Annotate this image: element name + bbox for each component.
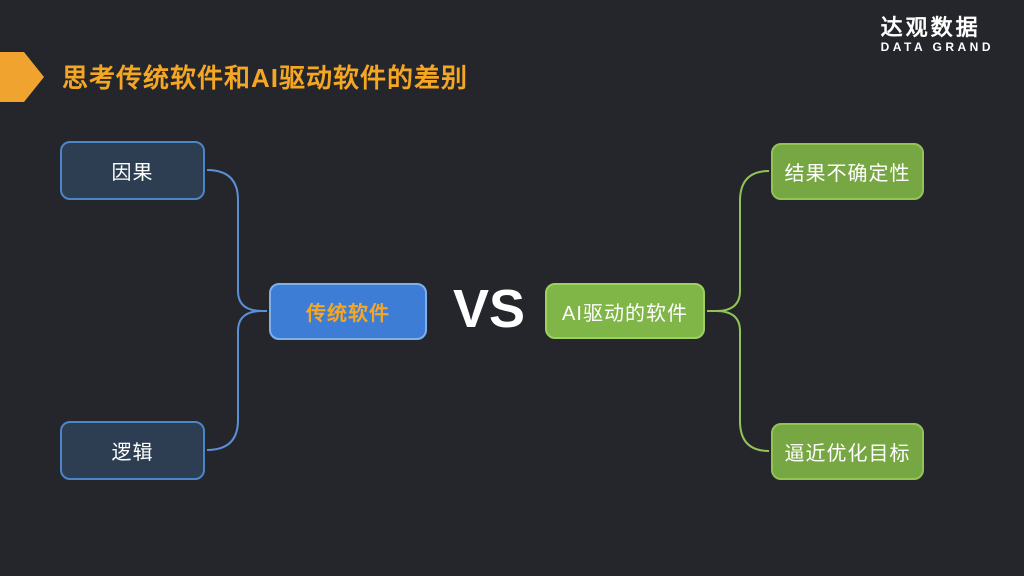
node-result-uncertainty-label: 结果不确定性	[784, 163, 911, 185]
blue-bracket-bottom	[206, 310, 267, 451]
blue-bracket-top	[206, 169, 267, 312]
node-optimization-target: 逼近优化目标	[771, 423, 924, 480]
title-arrow-icon	[0, 52, 44, 102]
node-cause-label: 因果	[111, 162, 154, 184]
logo: 达观数据 DATA GRAND	[880, 15, 994, 56]
vs-label: VS	[452, 279, 526, 339]
green-bracket-bottom	[707, 310, 770, 452]
node-logic-label: 逻辑	[111, 442, 154, 464]
node-ai-driven-software-label: AI驱动的软件	[562, 302, 688, 325]
logo-subtitle: DATA GRAND	[880, 40, 994, 55]
node-traditional-software-label: 传统软件	[306, 303, 390, 325]
page-title: 思考传统软件和AI驱动软件的差别	[62, 63, 469, 93]
node-logic: 逻辑	[60, 421, 205, 480]
node-traditional-software: 传统软件	[269, 283, 427, 340]
node-result-uncertainty: 结果不确定性	[771, 143, 924, 200]
node-ai-driven-software: AI驱动的软件	[545, 283, 705, 339]
logo-name: 达观数据	[880, 15, 981, 40]
green-bracket-top	[707, 170, 770, 312]
node-cause: 因果	[60, 141, 205, 200]
node-optimization-target-label: 逼近优化目标	[784, 443, 911, 465]
